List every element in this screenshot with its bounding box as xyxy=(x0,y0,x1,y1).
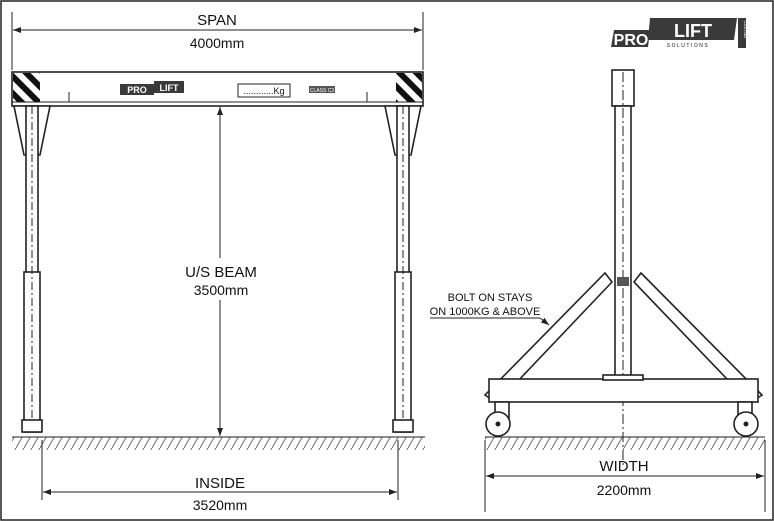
capacity-plate xyxy=(237,83,291,98)
left-leg xyxy=(13,105,51,433)
hazard-stripes-left xyxy=(13,73,40,102)
beam-height-label: U/S BEAM xyxy=(185,264,257,281)
capacity-plate-text: ............Kg xyxy=(243,86,284,96)
right-wheel xyxy=(733,401,759,437)
logo-pro: PRO xyxy=(614,32,649,49)
inside-value: 3520mm xyxy=(193,497,247,513)
ground-hatch-front xyxy=(12,437,425,450)
class-plate-text: CLASS C3 xyxy=(310,88,334,94)
front-view: SPAN 4000mm PRO LIFT ............Kg CLAS… xyxy=(11,12,425,513)
width-label: WIDTH xyxy=(599,458,648,475)
stay-plate xyxy=(617,277,629,286)
right-leg xyxy=(384,105,422,433)
inside-label: INSIDE xyxy=(195,475,245,492)
logo-lift: LIFT xyxy=(674,21,712,41)
svg-text:PRO: PRO xyxy=(127,85,147,95)
side-view: BOLT ON STAYS ON 1000KG & ABOVE WIDTH 22… xyxy=(430,69,766,512)
stays-note-arrow xyxy=(539,317,550,326)
stays-note-line2: ON 1000KG & ABOVE xyxy=(430,306,541,318)
left-wheel xyxy=(485,401,511,437)
hazard-stripes-right xyxy=(396,73,422,102)
span-label: SPAN xyxy=(197,12,237,29)
base-beam xyxy=(488,378,759,403)
logo-solutions: SOLUTIONS xyxy=(667,43,709,49)
span-value: 4000mm xyxy=(190,35,244,51)
logo-domain: .com.au xyxy=(742,20,748,38)
prolift-logo: PRO LIFT SOLUTIONS .com.au xyxy=(611,18,748,49)
width-value: 2200mm xyxy=(597,482,651,498)
beam-logo: PRO LIFT xyxy=(120,81,184,95)
beam xyxy=(11,71,424,107)
class-plate xyxy=(309,86,335,93)
beam-height-value: 3500mm xyxy=(194,282,248,298)
ground-hatch-side xyxy=(485,437,765,450)
svg-text:LIFT: LIFT xyxy=(160,83,179,93)
stays-note-line1: BOLT ON STAYS xyxy=(448,292,533,304)
